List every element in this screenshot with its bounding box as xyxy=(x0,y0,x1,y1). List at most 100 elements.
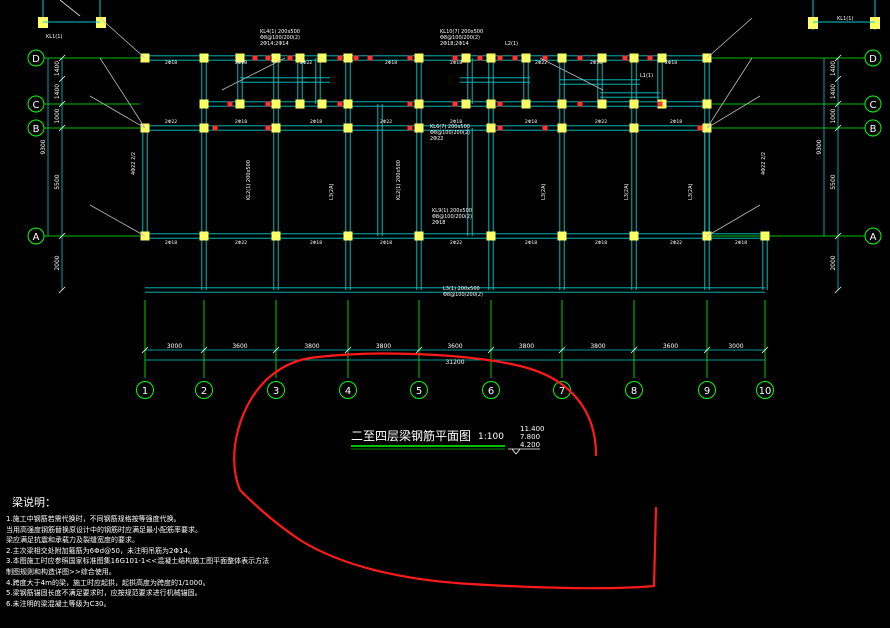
notes-list: 1.施工中钢筋若需代换时，不同钢筋规格按等强度代换。 当用高强度钢筋替换原设计中… xyxy=(6,514,306,609)
beam-label-l3-a: L3(2A) xyxy=(329,183,335,200)
axis-label-3: 3 xyxy=(273,386,279,397)
column-47 xyxy=(597,99,607,109)
cut-mark-1 xyxy=(265,55,271,61)
axis-label-5: 5 xyxy=(416,386,422,397)
beam-label-kl6-rebar: 2Φ22 xyxy=(430,136,443,142)
beam-label-kl9: KL9(1) 200x500 xyxy=(432,208,472,214)
drawing-title-block: 二至四层梁钢筋平面图 1:100 11.400 7.800 4.200 xyxy=(351,425,545,455)
column-43 xyxy=(461,99,471,109)
rebar-mark-5: 2Φ22 xyxy=(535,60,547,66)
axis-label-4: 4 xyxy=(345,386,351,397)
fragment-label-right: KL1(1) xyxy=(837,16,853,22)
elevation-2: 7.800 xyxy=(520,433,540,441)
dim-tick-6 xyxy=(558,346,566,354)
axis-bubble-10 xyxy=(756,381,774,399)
dim-vtext-left-2: 1000 xyxy=(54,108,61,123)
axis-bubble-5 xyxy=(410,381,428,399)
axis-label-B-right: B xyxy=(870,124,877,135)
column-45 xyxy=(521,99,531,109)
note-line: 制图规则和构造详图>>综合使用。 xyxy=(6,567,116,576)
dim-vtotal-left: 9300 xyxy=(40,139,47,154)
note-line: 2.主次梁相交处附加箍筋为6Φd@50，未注明吊筋为2Φ14。 xyxy=(6,546,195,555)
elevation-1: 11.400 xyxy=(520,425,545,433)
rebar-mark-16: 2Φ18 xyxy=(165,240,177,246)
column-42 xyxy=(461,53,471,63)
column-12 xyxy=(414,53,424,63)
cut-mark-7 xyxy=(452,55,458,61)
note-line: 梁应满足抗震和承载力及裂缝宽度的要求。 xyxy=(6,536,139,545)
column-27 xyxy=(199,99,209,109)
column-10 xyxy=(343,123,353,133)
cut-mark-4 xyxy=(353,55,359,61)
cut-mark-22 xyxy=(657,101,663,107)
column-23 xyxy=(629,231,639,241)
column-17 xyxy=(486,231,496,241)
column-30 xyxy=(414,99,424,109)
notes-heading: 梁说明： xyxy=(12,496,56,509)
dim-vtext-right-2: 1000 xyxy=(830,108,837,123)
dim-text-4: 3600 xyxy=(447,343,462,350)
beam-label-kl6-stirrup: Φ8@100/200(2) xyxy=(430,130,470,136)
dim-text-1: 3600 xyxy=(232,343,247,350)
column-22 xyxy=(629,123,639,133)
axis-label-10: 10 xyxy=(759,386,772,397)
rebar-mark-11: 2Φ22 xyxy=(380,119,392,125)
corner-diagonals xyxy=(89,17,761,237)
dim-text-6: 3800 xyxy=(590,343,605,350)
rebar-mark-9: 2Φ18 xyxy=(235,119,247,125)
rebar-right: 4Φ22 2/2 xyxy=(761,152,767,175)
beam-label-kl9-stirrup: Φ8@100/200(2) xyxy=(432,214,472,220)
drawing-title: 二至四层梁钢筋平面图 xyxy=(351,428,471,443)
column-37 xyxy=(235,99,245,109)
rebar-marks: 2Φ18 2Φ18 2Φ22 2Φ18 2Φ18 2Φ22 2Φ18 2Φ18 2Φ22 2Φ18… xyxy=(165,60,747,246)
rebar-mark-10: 2Φ18 xyxy=(310,119,322,125)
rebar-mark-13: 2Φ18 xyxy=(525,119,537,125)
column-9 xyxy=(343,53,353,63)
rebar-mark-17: 2Φ22 xyxy=(235,240,247,246)
rebar-mark-1: 2Φ18 xyxy=(235,60,247,66)
rebar-mark-23: 2Φ22 xyxy=(670,240,682,246)
column-40 xyxy=(317,53,327,63)
dim-vtick-left-3 xyxy=(58,124,66,132)
beam-label-kl2: KL2(1) 200x500 xyxy=(246,160,252,200)
beam-label-bottom: L3(1) 200x500 xyxy=(443,286,480,292)
column-31 xyxy=(486,99,496,109)
dim-tick-3 xyxy=(344,346,352,354)
column-7 xyxy=(271,123,281,133)
column-18 xyxy=(557,53,567,63)
cut-mark-28 xyxy=(697,125,703,131)
rebar-mark-20: 2Φ22 xyxy=(450,240,462,246)
cut-mark-18 xyxy=(407,101,413,107)
beam-label-l3-d: L3(2A) xyxy=(688,183,694,200)
dim-vtext-left-1: 1400 xyxy=(54,84,61,99)
cut-mark-0 xyxy=(252,55,258,61)
axis-label-1: 1 xyxy=(142,386,148,397)
dim-tick-2 xyxy=(272,346,280,354)
beam-label-kl10: KL10(7) 200x500 xyxy=(440,29,483,35)
rebar-mark-2: 2Φ22 xyxy=(300,60,312,66)
dim-vtick-left-2 xyxy=(58,100,66,108)
columns xyxy=(140,53,770,241)
beam-lines xyxy=(142,55,768,293)
beam-label-kl9-rebar: 2Φ18 xyxy=(432,220,445,226)
drawing-scale: 1:100 xyxy=(478,432,504,442)
column-48 xyxy=(657,53,667,63)
dim-vtick-right-1 xyxy=(834,75,842,83)
axis-label-8: 8 xyxy=(631,386,637,397)
column-8 xyxy=(271,231,281,241)
dim-tick-4 xyxy=(415,346,423,354)
axis-label-A-right: A xyxy=(870,232,877,243)
cut-mark-15 xyxy=(227,101,233,107)
rebar-mark-4: 2Φ18 xyxy=(450,60,462,66)
note-line: 当用高强度钢筋替换原设计中的钢筋时应满足最小配筋率要求。 xyxy=(6,525,202,534)
cut-mark-26 xyxy=(497,125,503,131)
column-16 xyxy=(486,123,496,133)
column-20 xyxy=(557,231,567,241)
axis-label-C-left: C xyxy=(33,100,40,111)
rebar-mark-14: 2Φ22 xyxy=(595,119,607,125)
rebar-mark-6: 2Φ18 xyxy=(590,60,602,66)
axis-bubble-6 xyxy=(482,381,500,399)
column-11 xyxy=(343,231,353,241)
cut-mark-3 xyxy=(337,55,343,61)
